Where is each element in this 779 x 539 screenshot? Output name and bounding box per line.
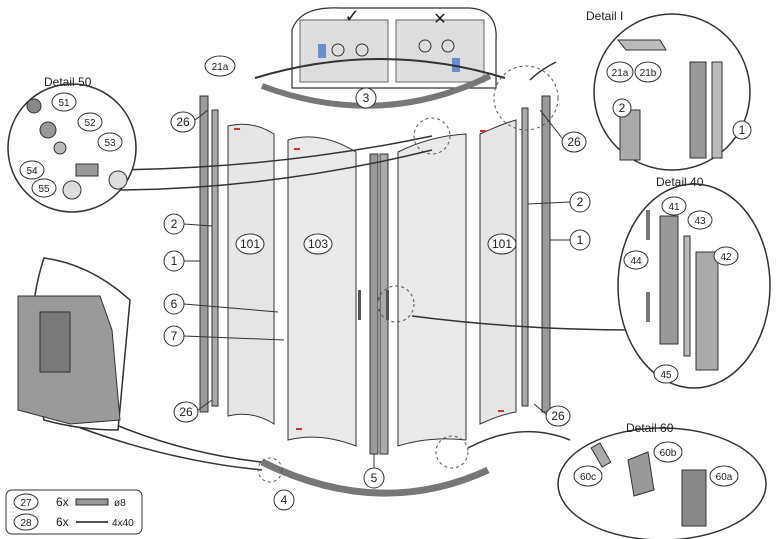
detail-40-title: Detail 40 bbox=[656, 175, 704, 189]
svg-text:101: 101 bbox=[492, 237, 512, 251]
callout-4: 4 bbox=[273, 489, 295, 511]
hardware-27-id: 27 bbox=[20, 498, 32, 509]
callout-2-left: 2 bbox=[163, 213, 185, 235]
hardware-28-qty: 6x bbox=[56, 515, 69, 529]
callout-2-detail-i: 2 bbox=[612, 98, 632, 118]
profile-section-detail bbox=[17, 257, 131, 431]
svg-text:41: 41 bbox=[668, 202, 680, 213]
callout-7: 7 bbox=[163, 325, 185, 347]
callout-54: 54 bbox=[19, 160, 45, 180]
callout-1-left: 1 bbox=[163, 250, 185, 272]
callout-3: 3 bbox=[355, 87, 377, 109]
callout-103: 103 bbox=[303, 233, 333, 255]
svg-text:43: 43 bbox=[694, 216, 706, 227]
callout-42: 42 bbox=[713, 246, 739, 266]
hardware-box: 27 6x ø8 28 6x 4x40 bbox=[5, 489, 143, 535]
svg-text:1: 1 bbox=[739, 123, 746, 137]
top-label-card: ✓ ✕ bbox=[291, 6, 497, 89]
svg-text:2: 2 bbox=[577, 195, 584, 209]
svg-text:55: 55 bbox=[38, 184, 50, 195]
svg-text:2: 2 bbox=[171, 217, 178, 231]
svg-text:52: 52 bbox=[84, 118, 96, 129]
detail-40: Detail 40 bbox=[617, 175, 771, 389]
svg-text:4: 4 bbox=[281, 493, 288, 507]
svg-text:26: 26 bbox=[551, 409, 565, 423]
svg-text:21a: 21a bbox=[212, 62, 229, 73]
svg-text:51: 51 bbox=[58, 98, 70, 109]
callout-26-bottom-left: 26 bbox=[173, 401, 199, 423]
svg-text:45: 45 bbox=[660, 370, 672, 381]
callout-21a: 21a bbox=[606, 61, 634, 83]
svg-text:3: 3 bbox=[363, 91, 370, 105]
callout-1-detail-i: 1 bbox=[732, 120, 752, 140]
callout-21b: 21b bbox=[634, 61, 662, 83]
callout-101-left: 101 bbox=[235, 233, 265, 255]
svg-text:42: 42 bbox=[720, 252, 732, 263]
wall-plug-icon bbox=[75, 498, 109, 506]
detail-50-title: Detail 50 bbox=[44, 75, 92, 89]
hardware-27-qty: 6x bbox=[56, 495, 69, 509]
svg-text:60b: 60b bbox=[660, 448, 677, 459]
svg-text:101: 101 bbox=[240, 237, 260, 251]
shower-enclosure bbox=[199, 95, 551, 455]
svg-text:103: 103 bbox=[308, 237, 328, 251]
recycle-icon bbox=[355, 43, 369, 57]
bottom-curved-rail bbox=[260, 458, 490, 497]
callout-5: 5 bbox=[363, 467, 385, 489]
ce-logo-mirrored-icon bbox=[418, 39, 432, 53]
hardware-28-id: 28 bbox=[20, 518, 32, 529]
callout-101-right: 101 bbox=[487, 233, 517, 255]
svg-text:21a: 21a bbox=[612, 68, 629, 79]
top-curved-rail bbox=[260, 73, 492, 109]
callout-51: 51 bbox=[51, 92, 77, 112]
callout-55: 55 bbox=[31, 178, 57, 198]
disposal-icon bbox=[441, 39, 455, 53]
callout-60c: 60c bbox=[573, 465, 603, 487]
svg-text:53: 53 bbox=[104, 138, 116, 149]
svg-text:54: 54 bbox=[26, 166, 38, 177]
svg-text:1: 1 bbox=[577, 233, 584, 247]
callout-52: 52 bbox=[77, 112, 103, 132]
svg-text:60c: 60c bbox=[580, 472, 596, 483]
svg-text:26: 26 bbox=[179, 405, 193, 419]
callout-53: 53 bbox=[97, 132, 123, 152]
callout-60a: 60a bbox=[709, 465, 739, 487]
detail-60: Detail 60 bbox=[557, 421, 767, 539]
detail-60-title: Detail 60 bbox=[626, 421, 674, 435]
callout-2-right: 2 bbox=[569, 191, 591, 213]
callout-26-top-right: 26 bbox=[561, 131, 587, 153]
callout-41: 41 bbox=[661, 196, 687, 216]
svg-text:6: 6 bbox=[171, 297, 178, 311]
svg-text:7: 7 bbox=[171, 329, 178, 343]
callout-1-right: 1 bbox=[569, 229, 591, 251]
callout-44: 44 bbox=[623, 250, 649, 270]
hardware-27-spec: ø8 bbox=[114, 498, 126, 509]
cross-mark: ✕ bbox=[433, 11, 446, 28]
check-mark: ✓ bbox=[344, 6, 359, 26]
ce-logo-icon bbox=[331, 43, 345, 57]
hardware-28-spec: 4x40 bbox=[112, 518, 134, 529]
svg-text:2: 2 bbox=[619, 101, 626, 115]
svg-text:21b: 21b bbox=[640, 68, 657, 79]
callout-6: 6 bbox=[163, 293, 185, 315]
detail-i: Detail I bbox=[586, 9, 751, 171]
svg-text:44: 44 bbox=[630, 256, 642, 267]
callout-21a-top: 21a bbox=[204, 55, 236, 77]
callout-26-top-left: 26 bbox=[170, 111, 196, 133]
svg-text:26: 26 bbox=[176, 115, 190, 129]
callout-43: 43 bbox=[687, 210, 713, 230]
svg-text:1: 1 bbox=[171, 254, 178, 268]
callout-60b: 60b bbox=[653, 441, 683, 463]
svg-text:60a: 60a bbox=[716, 472, 733, 483]
svg-text:26: 26 bbox=[567, 135, 581, 149]
svg-text:5: 5 bbox=[371, 471, 378, 485]
callout-45: 45 bbox=[653, 364, 679, 384]
detail-i-title: Detail I bbox=[586, 9, 623, 23]
callout-26-bottom-right: 26 bbox=[545, 405, 571, 427]
